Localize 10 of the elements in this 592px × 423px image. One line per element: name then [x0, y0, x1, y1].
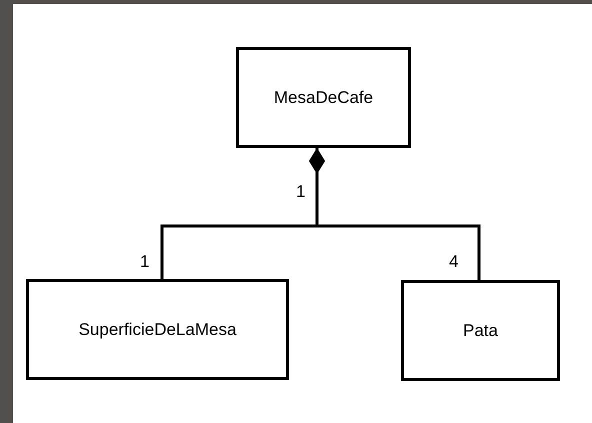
multiplicity-label: 1	[140, 252, 150, 272]
class-name: Pata	[463, 320, 498, 340]
multiplicity-label: 4	[449, 252, 458, 272]
multiplicity-label: 1	[296, 182, 306, 202]
class-box	[401, 280, 560, 381]
class-name: SuperficieDeLaMesa	[78, 320, 236, 340]
class-box	[26, 279, 289, 380]
class-name: MesaDeCafe	[274, 88, 374, 108]
class-box	[236, 47, 411, 148]
composition-connector	[309, 148, 480, 280]
